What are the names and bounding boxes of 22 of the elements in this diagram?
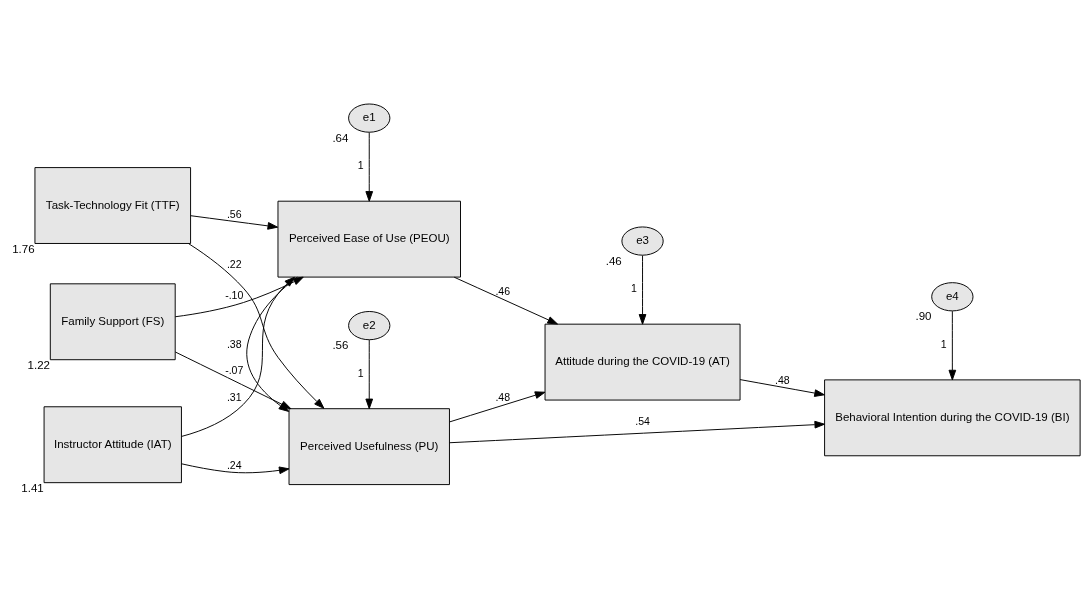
edge-label: .46 — [495, 284, 511, 297]
edge-label: .54 — [635, 414, 650, 427]
edge-label: 1 — [940, 337, 947, 350]
node-label: 1.41 — [21, 481, 44, 494]
edge-label: .22 — [226, 257, 242, 270]
edge-label: .48 — [774, 373, 790, 386]
node-label: 1.22 — [27, 358, 50, 371]
edge-label: .56 — [226, 207, 242, 220]
node-label: .46 — [605, 254, 622, 267]
edge-label: .38 — [226, 337, 242, 350]
edge-label: .48 — [495, 390, 511, 403]
node-label: .56 — [332, 338, 349, 351]
edge-label: 1 — [630, 281, 637, 294]
edge-label: -.07 — [225, 363, 244, 376]
edge-label: 1 — [357, 366, 364, 379]
edge-label: 1 — [357, 158, 364, 171]
node-label: .90 — [915, 309, 932, 322]
edge-label: .24 — [226, 458, 242, 471]
node-label: .64 — [332, 131, 349, 144]
edge-label: .31 — [226, 390, 242, 403]
edge-label: -.10 — [225, 288, 244, 301]
node-label: 1.76 — [12, 242, 35, 255]
